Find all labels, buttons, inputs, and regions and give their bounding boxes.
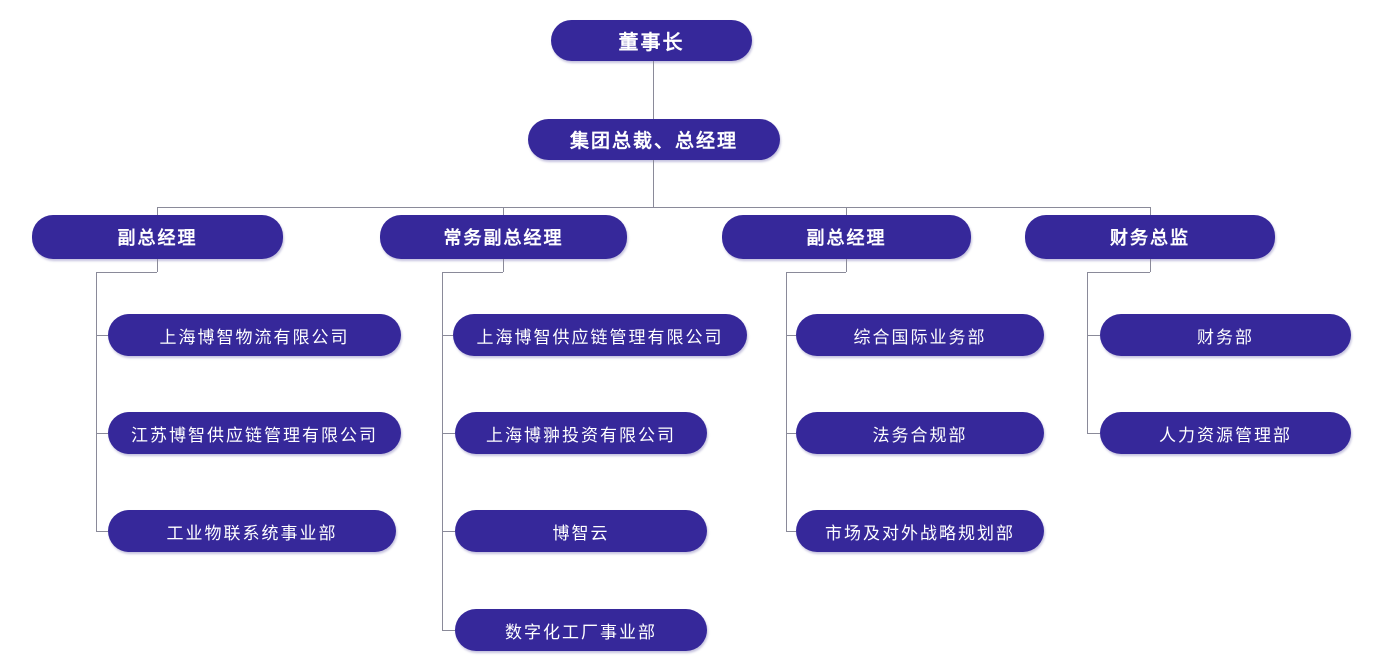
- connector-line: [96, 335, 108, 336]
- org-node-chairman: 董事长: [551, 20, 752, 61]
- connector-line: [786, 433, 796, 434]
- org-node-branch-0: 副总经理: [32, 215, 283, 259]
- connector-line: [157, 259, 158, 272]
- org-node-leaf-1-2: 博智云: [455, 510, 707, 552]
- connector-line: [442, 272, 503, 273]
- org-node-leaf-3-0: 财务部: [1100, 314, 1351, 356]
- connector-line: [1087, 433, 1100, 434]
- connector-line: [846, 259, 847, 272]
- connector-line: [442, 335, 453, 336]
- connector-line: [1087, 272, 1088, 433]
- connector-line: [1150, 259, 1151, 272]
- org-node-president: 集团总裁、总经理: [528, 119, 780, 160]
- connector-line: [442, 272, 443, 630]
- connector-line: [442, 630, 455, 631]
- connector-line: [442, 433, 455, 434]
- connector-line: [157, 207, 158, 215]
- connector-line: [96, 272, 157, 273]
- connector-line: [96, 531, 108, 532]
- connector-line: [442, 531, 455, 532]
- connector-line: [786, 531, 796, 532]
- connector-line: [846, 207, 847, 215]
- org-node-branch-2: 副总经理: [722, 215, 971, 259]
- connector-line: [1087, 272, 1150, 273]
- connector-line: [157, 207, 1150, 208]
- org-node-leaf-3-1: 人力资源管理部: [1100, 412, 1351, 454]
- connector-line: [653, 61, 654, 119]
- connector-line: [1150, 207, 1151, 215]
- connector-line: [786, 335, 796, 336]
- connector-line: [503, 207, 504, 215]
- connector-line: [96, 433, 108, 434]
- connector-line: [653, 160, 654, 207]
- org-node-leaf-2-2: 市场及对外战略规划部: [796, 510, 1044, 552]
- connector-line: [786, 272, 787, 531]
- org-node-leaf-1-3: 数字化工厂事业部: [455, 609, 707, 651]
- connector-line: [503, 259, 504, 272]
- org-node-leaf-0-0: 上海博智物流有限公司: [108, 314, 401, 356]
- connector-line: [1087, 335, 1100, 336]
- org-node-leaf-0-1: 江苏博智供应链管理有限公司: [108, 412, 401, 454]
- org-node-leaf-2-0: 综合国际业务部: [796, 314, 1044, 356]
- org-node-branch-3: 财务总监: [1025, 215, 1275, 259]
- org-node-branch-1: 常务副总经理: [380, 215, 627, 259]
- org-node-leaf-0-2: 工业物联系统事业部: [108, 510, 396, 552]
- connector-line: [96, 272, 97, 531]
- connector-line: [786, 272, 846, 273]
- org-node-leaf-2-1: 法务合规部: [796, 412, 1044, 454]
- org-node-leaf-1-1: 上海博翀投资有限公司: [455, 412, 707, 454]
- org-node-leaf-1-0: 上海博智供应链管理有限公司: [453, 314, 747, 356]
